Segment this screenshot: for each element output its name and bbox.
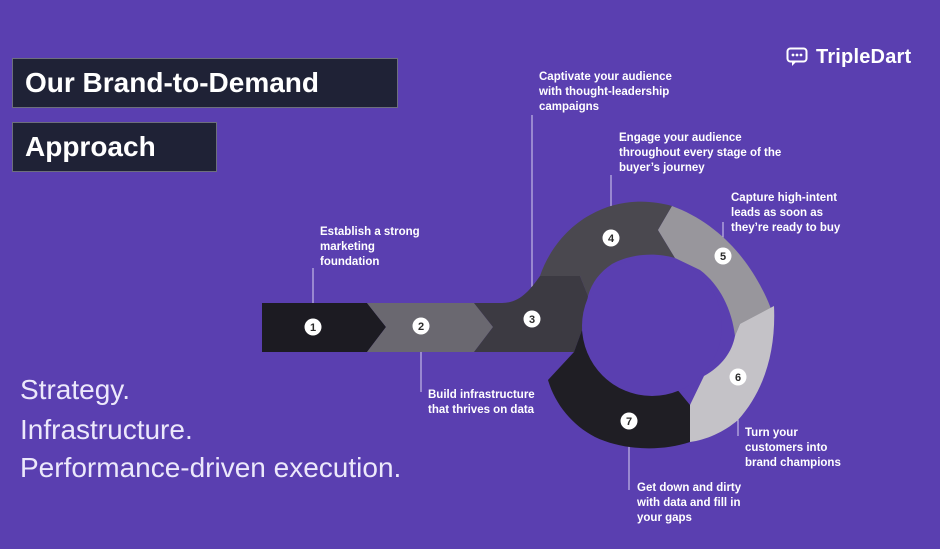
tagline-execution: Performance-driven execution. bbox=[20, 452, 402, 483]
tagline-strategy: Strategy. bbox=[20, 374, 130, 405]
segment-2-chevron bbox=[367, 303, 493, 352]
step-7-line-2: with data and fill in bbox=[637, 497, 741, 509]
step-label-4: Engage your audience throughout every st… bbox=[619, 131, 781, 176]
step-label-3: Captivate your audience with thought-lea… bbox=[539, 70, 672, 115]
step-5-line-1: Capture high-intent bbox=[731, 192, 838, 204]
step-badge-4: 4 bbox=[602, 229, 620, 247]
step-number-4: 4 bbox=[608, 233, 615, 245]
step-6-line-2: customers into bbox=[745, 442, 828, 454]
step-label-7: Get down and dirty with data and fill in… bbox=[637, 481, 741, 526]
step-label-1: Establish a strong marketing foundation bbox=[320, 225, 420, 270]
segment-7-ring bbox=[548, 330, 690, 449]
step-number-3: 3 bbox=[529, 314, 535, 326]
step-label-2: Build infrastructure that thrives on dat… bbox=[428, 388, 535, 418]
step-2-line-2: that thrives on data bbox=[428, 404, 535, 416]
brand-name: TripleDart bbox=[816, 45, 912, 68]
step-1-line-1: Establish a strong bbox=[320, 226, 420, 238]
segment-5-ring bbox=[658, 206, 774, 336]
step-badge-6: 6 bbox=[729, 368, 747, 386]
step-2-line-1: Build infrastructure bbox=[428, 389, 535, 401]
step-1-line-2: marketing bbox=[320, 241, 375, 253]
page-title-continued: Approach bbox=[12, 122, 217, 172]
step-4-line-3: buyer’s journey bbox=[619, 162, 705, 174]
step-badge-2: 2 bbox=[412, 317, 430, 335]
step-4-line-2: throughout every stage of the bbox=[619, 147, 782, 159]
tagline-infrastructure: Infrastructure. bbox=[20, 414, 193, 445]
step-7-line-1: Get down and dirty bbox=[637, 482, 742, 494]
segment-4-ring bbox=[540, 201, 675, 296]
step-label-6: Turn your customers into brand champions bbox=[745, 426, 841, 471]
step-number-7: 7 bbox=[626, 416, 632, 428]
step-number-5: 5 bbox=[720, 251, 726, 263]
step-3-line-3: campaigns bbox=[539, 101, 600, 113]
page-title: Our Brand-to-Demand bbox=[12, 58, 398, 108]
step-1-line-3: foundation bbox=[320, 256, 380, 268]
step-number-6: 6 bbox=[735, 372, 741, 384]
step-5-line-3: they’re ready to buy bbox=[731, 222, 841, 234]
step-badge-7: 7 bbox=[620, 412, 638, 430]
step-badges: 1 2 3 4 5 6 7 bbox=[304, 229, 747, 430]
step-number-1: 1 bbox=[310, 322, 316, 334]
step-6-line-1: Turn your bbox=[745, 427, 798, 439]
step-6-line-3: brand champions bbox=[745, 457, 841, 469]
step-number-2: 2 bbox=[418, 321, 424, 333]
step-badge-3: 3 bbox=[523, 310, 541, 328]
brand-logo: TripleDart bbox=[786, 44, 911, 70]
step-7-line-3: your gaps bbox=[637, 512, 692, 524]
segment-1-chevron bbox=[262, 303, 386, 352]
chat-bubble-dots-icon bbox=[786, 47, 808, 66]
step-3-line-1: Captivate your audience bbox=[539, 71, 672, 83]
page-title-line-1: Our Brand-to-Demand bbox=[25, 67, 319, 98]
step-4-line-1: Engage your audience bbox=[619, 132, 742, 144]
step-3-line-2: with thought-leadership bbox=[539, 86, 670, 98]
step-badge-5: 5 bbox=[714, 247, 732, 265]
step-label-5: Capture high-intent leads as soon as the… bbox=[731, 191, 840, 236]
page-title-line-2: Approach bbox=[25, 131, 156, 162]
step-badge-1: 1 bbox=[304, 318, 322, 336]
ring-center bbox=[582, 256, 722, 396]
step-5-line-2: leads as soon as bbox=[731, 207, 824, 219]
